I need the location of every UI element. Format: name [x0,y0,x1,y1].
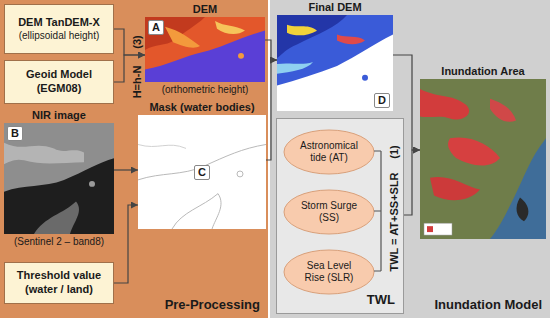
equation-label: TWL = AT+SS+SLR [388,172,400,271]
sea [490,138,546,239]
flooded [490,99,516,122]
lowland [277,15,393,86]
box-title: DEM TanDEM-X [18,16,100,30]
image-letter: C [194,165,210,180]
twl-panel: TWL Astronomical tide (AT) Storm Surge (SS… [276,118,404,314]
image-letter: A [148,20,164,35]
flow-arrow [393,55,420,150]
flooded [430,177,480,200]
land [420,79,546,239]
land [4,123,114,234]
box-title: Geoid Model (EGM08) [9,68,109,96]
image-frame: D [277,15,393,111]
ellipse-label: Astronomical tide (AT) [296,140,362,164]
wetland [277,62,313,74]
bracket-lines [374,151,381,271]
image-heading: Inundation Area [420,64,546,78]
ellipse-label: Storm Surge (SS) [296,200,362,224]
input-box: Threshold value (water / land) [4,262,114,304]
bright-land [4,143,84,165]
flow-arrow [404,150,420,215]
input-box: DEM TanDEM-X(ellipsoidal height) [4,4,114,54]
flooded [448,137,500,165]
terrain-high [145,17,205,50]
image-letter: B [7,126,23,141]
islet [237,171,243,177]
image-panel: Inundation Area [420,64,546,240]
island [238,53,244,59]
image-heading: Mask (water bodies) [138,100,266,114]
input-box: Geoid Model (EGM08) [4,60,114,104]
image-heading: DEM [145,2,265,16]
image-heading: NIR image [4,108,114,122]
image-frame: C [138,115,266,229]
equation-label: H=h-N [131,66,143,99]
inundation-image [420,79,546,239]
flow-arrow [266,60,277,160]
panel-title: TWL [367,292,395,307]
ellipse-shape [284,130,374,174]
image-frame [420,79,546,239]
equation-slot: TWL = AT+SS+SLR [384,172,402,271]
image-caption: (Sentinel 2 – band8) [4,235,114,248]
component-ellipse: Storm Surge (SS) [283,189,375,235]
image-panel: DEM A (orthometric height) [145,2,265,96]
upland [277,15,347,58]
ellipse-label: Sea Level Rise (SLR) [296,260,362,284]
flow-arrow [114,205,138,283]
flow-arrow [114,169,138,170]
box-subtitle: (ellipsoidal height) [19,30,100,43]
island [34,202,79,234]
bracket-path [374,151,381,271]
flow-arrow [265,40,277,60]
peak [337,35,365,45]
box-title: Threshold value (water / land) [9,269,109,297]
equation-label: (1) [388,145,400,158]
map-legend [424,223,452,235]
high-ground [287,25,317,36]
image-panel: Final DEM D [277,0,393,112]
image-caption: (orthometric height) [145,83,265,96]
terrain-low [215,21,245,34]
terrain-mid [165,27,200,48]
mask-ground [138,115,266,229]
islet [89,181,95,187]
component-ellipse: Sea Level Rise (SLR) [283,249,375,295]
component-ellipse: Astronomical tide (AT) [283,129,375,175]
sea [277,15,393,111]
islet [362,75,368,81]
equation-slot: H=h-N [127,66,145,99]
headland [517,198,529,222]
map-legend-swatch [427,226,433,232]
shoreline [138,144,266,179]
island-outline [172,194,221,229]
image-frame: A [145,17,265,82]
panel-title: Inundation Model [434,297,542,312]
image-panel: Mask (water bodies) C [138,100,266,230]
equation-label: (3) [131,35,143,48]
image-letter: D [374,93,390,108]
ellipse-shape [284,250,374,294]
equation-slot: (3) [127,35,145,48]
image-frame: B [4,123,114,234]
sea [145,31,265,82]
image-heading: Final DEM [277,0,393,14]
channel [138,144,186,148]
equation-slot: (1) [384,145,402,158]
ellipse-shape [284,190,374,234]
terrain [145,17,265,82]
flow-arrow [114,29,145,55]
water [4,158,114,234]
flooded [420,89,469,120]
panel-title: Pre-Processing [165,297,260,312]
image-panel: NIR image B (Sentinel 2 – band8) [4,108,114,248]
stage-panel: Inundation Model Final DEM D TWL Astronomic… [270,0,550,318]
